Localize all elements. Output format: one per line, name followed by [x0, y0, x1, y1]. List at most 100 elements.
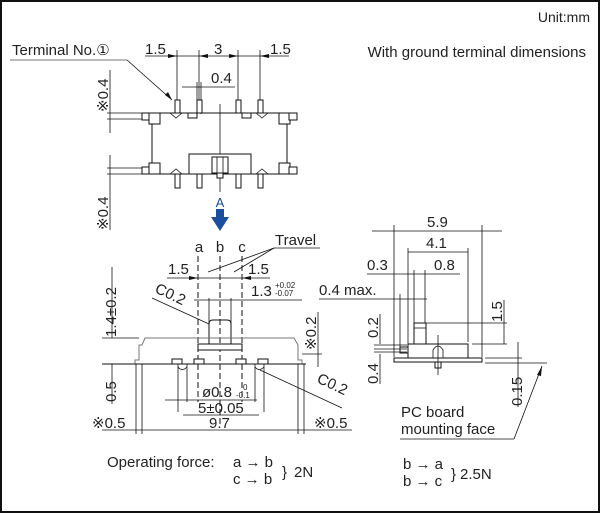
position-c: c — [238, 239, 246, 256]
dim-chamfer-top: C0.2 — [152, 280, 188, 309]
dim-knob-height: 1.4±0.2 — [103, 287, 120, 337]
dim-arrow — [189, 276, 198, 280]
terminal-pin — [257, 99, 264, 114]
dim-max: 0.4 max. — [319, 282, 377, 299]
terminal-foot — [255, 168, 269, 175]
dim-overall: 5.9 — [427, 214, 448, 231]
top-view: Terminal No.① 1.5 3 1.5 0.4 — [10, 41, 298, 230]
ground-tab — [278, 112, 291, 125]
ground-tab — [288, 166, 298, 175]
dim-travel-right: 1.5 — [248, 261, 269, 278]
terminal-pin — [257, 173, 264, 189]
dim-knob-tol-upper: +0.02 — [275, 281, 296, 290]
terminal-leader-arrow — [165, 92, 172, 100]
terminal-foot — [187, 112, 198, 119]
switch-body — [134, 337, 303, 365]
dim-arrow — [168, 54, 177, 58]
operating-force-label: Operating force: — [107, 454, 215, 471]
terminal-foot — [169, 168, 183, 175]
subtitle: With ground terminal dimensions — [368, 44, 586, 61]
dim-arrow — [199, 54, 208, 58]
dim-right-margin: ※0.5 — [314, 415, 347, 432]
terminal-pin — [174, 173, 181, 189]
force-line-c-b: c → b — [233, 471, 272, 488]
terminal-pin — [235, 99, 242, 114]
ground-tab — [148, 112, 161, 125]
dim-inner: 4.1 — [426, 235, 447, 252]
dim-base-height: 0.5 — [103, 381, 120, 402]
operating-force: Operating force: a → b c → b } 2N b → a … — [107, 454, 492, 490]
dim-pin-tol-upper: 0 — [243, 383, 248, 392]
position-a: a — [195, 239, 204, 256]
view-arrow-label: A — [216, 195, 225, 210]
pcb-label-line1: PC board — [401, 404, 464, 421]
travel-label: Travel — [275, 232, 316, 249]
pcb-label-line2: mounting face — [401, 421, 495, 438]
knob-base — [197, 343, 243, 351]
dim-left-b: 0.8 — [434, 257, 455, 274]
dim-pin-dia: ø0.8 — [202, 384, 232, 401]
terminal-leader — [126, 59, 173, 101]
side-view: 5.9 4.1 0.3 0.8 0.4 max. 1.5 0 — [319, 214, 547, 440]
dim-knob-tol-lower: -0.07 — [275, 289, 294, 298]
view-arrow-shaft — [216, 209, 224, 218]
force-line-b-a: b → a — [403, 456, 444, 473]
knob-tip — [216, 172, 224, 179]
dim-left-pitch: 1.5 — [145, 41, 166, 58]
chamfer-leader — [259, 369, 343, 409]
position-b: b — [216, 239, 224, 256]
side-knob — [413, 322, 427, 346]
terminal-pin — [196, 173, 203, 189]
force-value-1: 2N — [294, 464, 313, 481]
force-line-a-b: a → b — [233, 454, 273, 471]
pin-chamfer — [177, 366, 188, 370]
terminal-pin — [196, 99, 203, 114]
dim-pin-tol-lower: -0.1 — [236, 391, 250, 400]
dim-left-a: 0.3 — [367, 257, 388, 274]
dim-pin-pitch: 5±0.05 — [198, 400, 244, 417]
brace: } — [282, 464, 287, 481]
brace: } — [451, 466, 456, 483]
terminal-pin — [174, 99, 181, 114]
ground-tab — [278, 162, 291, 175]
pcb-leader-arrow — [537, 366, 542, 376]
pin-chamfer — [254, 366, 265, 370]
dim-height-top: 0.2 — [365, 317, 382, 338]
dim-arrow — [242, 276, 251, 280]
dim-bottom-offset: ※0.4 — [95, 197, 112, 230]
dim-height-bottom: 0.4 — [365, 363, 382, 384]
pad — [171, 358, 183, 365]
pad — [193, 358, 205, 365]
ground-tab — [288, 112, 298, 121]
terminal-foot — [255, 112, 269, 119]
pcb-leader — [513, 365, 543, 440]
travel-leader — [207, 247, 275, 273]
dim-body-width: 9.7 — [209, 415, 230, 432]
ground-tab — [148, 162, 161, 175]
dim-arrow — [260, 54, 269, 58]
dim-knob-height-side: 1.5 — [489, 301, 506, 322]
terminal-foot — [169, 112, 183, 119]
slider-knob — [208, 319, 232, 344]
dim-standoff: 0.15 — [509, 377, 526, 406]
front-view: a b c Travel 1.5 1.5 1.3 +0.02 -0.07 C0.… — [92, 232, 352, 434]
pad — [257, 358, 269, 365]
side-tab — [399, 346, 409, 354]
force-line-b-c: b → c — [403, 473, 443, 490]
travel-leader — [233, 247, 275, 273]
actuator-knob — [211, 156, 229, 174]
terminal-pin — [235, 173, 242, 189]
chamfer-leader — [151, 297, 210, 325]
dim-chamfer-bottom: C0.2 — [314, 370, 350, 399]
unit-label: Unit:mm — [538, 9, 590, 25]
dim-terminal-width: 0.4 — [211, 70, 232, 87]
terminal-label: Terminal No.① — [12, 42, 110, 59]
dim-side-height: ※0.2 — [303, 317, 320, 350]
view-arrow-a: A — [211, 195, 229, 231]
dim-left-margin: ※0.5 — [92, 415, 125, 432]
dim-right-pitch: 1.5 — [270, 41, 291, 58]
force-value-2: 2.5N — [460, 466, 492, 483]
pad — [235, 358, 247, 365]
dim-travel-left: 1.5 — [168, 261, 189, 278]
